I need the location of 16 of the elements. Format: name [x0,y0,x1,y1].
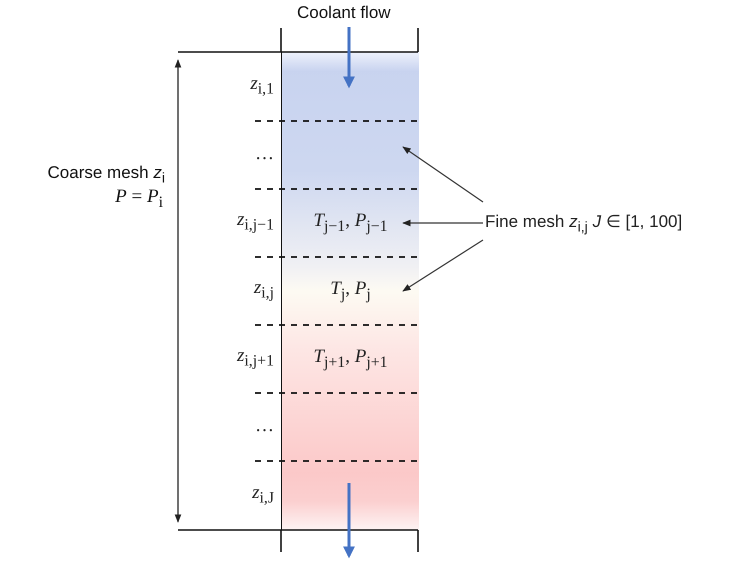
leader-arrow [402,220,483,226]
cell-index-label: … [254,142,274,165]
cell-index-label: z$_{i,1}$ [249,72,274,98]
leader-arrow [402,146,484,202]
cell-index-label: z$_{i,j}$ [252,276,274,303]
leader-arrow [402,240,484,292]
coarse-mesh-label: P = P$_{i}$ [115,186,163,212]
flow-label: Coolant flow [297,3,391,23]
cell-variables: T$_{j−1}$, P$_{j−1}$ [312,210,389,236]
cell-index-label: … [254,414,274,437]
cell-variables: T$_{j+1}$, P$_{j+1}$ [312,346,389,372]
coarse-mesh-label: Coarse mesh z$_{i}$ [48,163,165,186]
cell-index-label: z$_{i,J}$ [251,481,274,508]
cell-index-label: z$_{i,j−1}$ [236,208,274,235]
cell-index-label: z$_{i,j+1}$ [236,344,274,371]
cell-variables: T$_{j}$, P$_{j}$ [329,278,372,304]
